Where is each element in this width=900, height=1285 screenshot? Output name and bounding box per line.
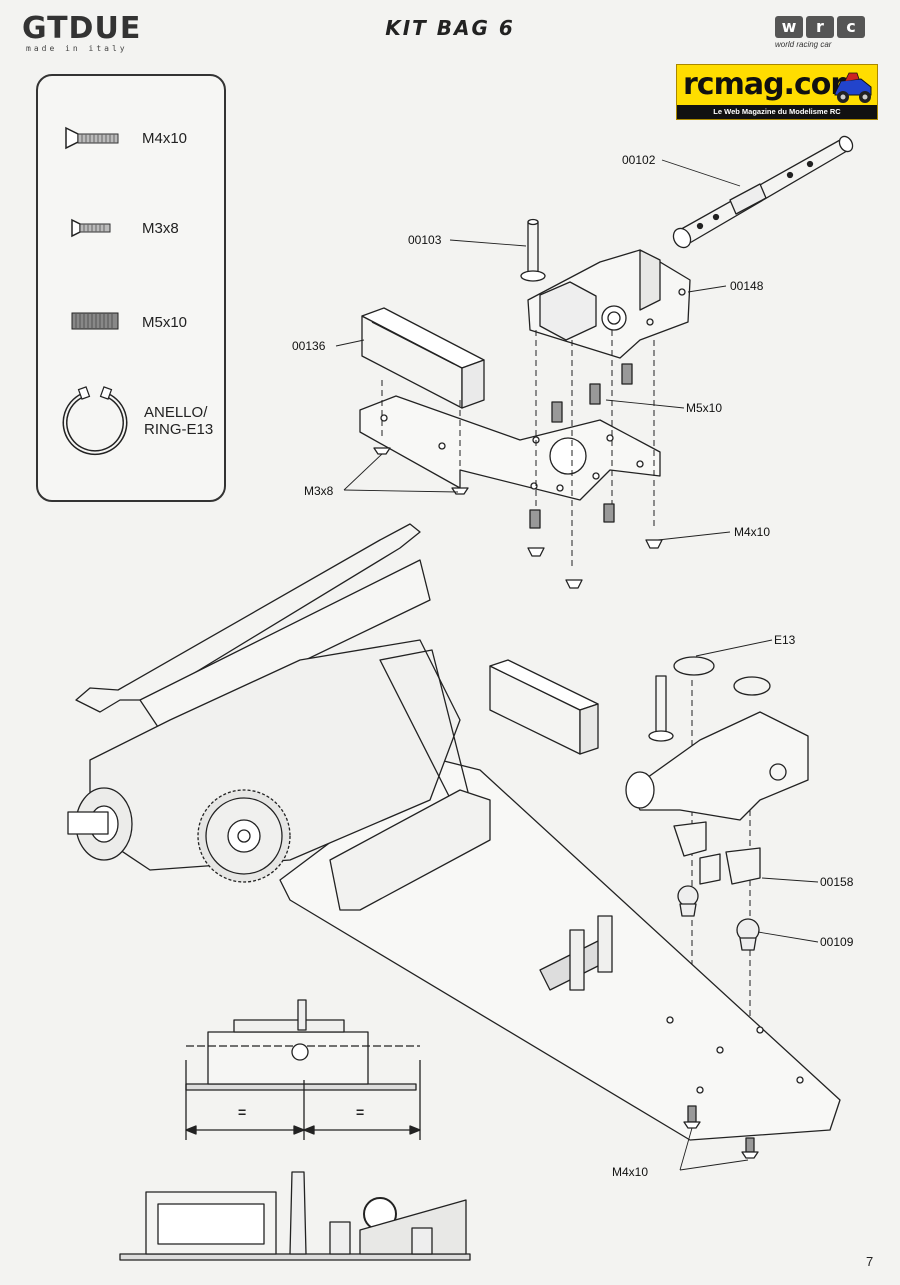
page-number: 7 <box>866 1254 874 1269</box>
brand-tagline: made in italy <box>26 44 128 53</box>
parts-legend: M4x10 M3x8 M5x10 ANELLO/ RING <box>36 74 226 502</box>
callout-00103: 00103 <box>408 233 442 247</box>
rcmag-watermark: rcmag.com Le Web Magazine du Modelisme R… <box>676 64 878 120</box>
mounting-plate-part <box>359 395 661 501</box>
callout-m4x10-top: M4x10 <box>734 525 771 539</box>
countersunk-screw-icon <box>65 126 119 150</box>
wrc-letter-w: w <box>775 16 803 38</box>
section-view-drawing <box>119 1171 471 1261</box>
rcmag-subtitle: Le Web Magazine du Modelisme RC <box>677 105 877 119</box>
rc-car-icon <box>834 72 872 103</box>
bulkhead-part <box>527 249 691 359</box>
bulkhead-lower <box>625 675 809 821</box>
e13-rings <box>673 656 771 696</box>
grub-screws <box>551 363 633 423</box>
brand-word: GTDUE <box>22 11 142 46</box>
wrc-tagline: world racing car <box>775 40 832 49</box>
post-part <box>520 218 546 282</box>
rcmag-title: rcmag.com <box>683 67 862 102</box>
pan-head-screw-icon <box>71 218 111 238</box>
wrc-letter-r: r <box>806 16 834 38</box>
page-title: KIT BAG 6 <box>385 16 515 40</box>
ball-studs <box>677 885 760 951</box>
drive-shaft-part <box>672 135 854 249</box>
chassis-assembly <box>67 523 841 1141</box>
bottom-screws <box>683 1105 759 1159</box>
legend-item: ANELLO/ RING-E13 <box>38 376 224 486</box>
legend-item: M3x8 <box>38 206 224 256</box>
callout-e13: E13 <box>774 633 796 647</box>
callout-m5x10: M5x10 <box>686 401 723 415</box>
callout-m3x8: M3x8 <box>304 484 334 498</box>
gtdue-logo: GTDUE made in italy <box>22 14 162 54</box>
callout-00148: 00148 <box>730 279 764 293</box>
battery-holder-lower <box>489 659 599 755</box>
clip-parts <box>673 821 761 885</box>
legend-item: M5x10 <box>38 298 224 348</box>
grub-screw-icon <box>71 312 119 330</box>
legend-label-m5x10: M5x10 <box>142 314 188 331</box>
wrc-letter-c: c <box>837 16 865 38</box>
callout-00109: 00109 <box>820 935 854 949</box>
legend-label-ring-e13: ANELLO/ RING-E13 <box>144 404 214 438</box>
dimension-equal-left: = <box>238 1104 247 1120</box>
legend-item: M4x10 <box>38 116 224 166</box>
battery-holder-part <box>361 307 485 409</box>
retaining-ring-icon <box>62 386 128 456</box>
callout-00102: 00102 <box>622 153 656 167</box>
dimension-equal-right: = <box>356 1104 365 1120</box>
plate-screws <box>373 447 663 589</box>
callout-m4x10-bottom: M4x10 <box>612 1165 649 1179</box>
callout-00158: 00158 <box>820 875 854 889</box>
callout-00136: 00136 <box>292 339 326 353</box>
legend-label-m3x8: M3x8 <box>142 220 179 237</box>
front-view-drawing <box>185 999 421 1140</box>
legend-label-m4x10: M4x10 <box>142 130 188 147</box>
